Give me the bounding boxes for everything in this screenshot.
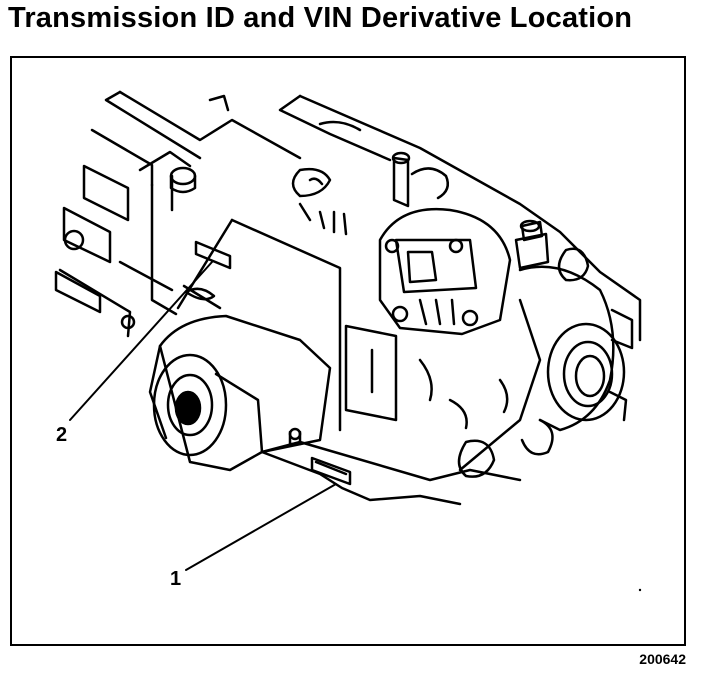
vin-derivative-plate xyxy=(194,240,232,270)
callout-leaders xyxy=(69,261,337,571)
left-housing xyxy=(54,90,302,338)
axle-boss-right xyxy=(418,247,634,478)
lower-flange xyxy=(260,427,522,506)
leader-line-1 xyxy=(185,483,337,571)
main-case xyxy=(176,94,642,432)
cooler-fitting xyxy=(514,219,550,270)
diagram-title: Transmission ID and VIN Derivative Locat… xyxy=(8,2,633,34)
callout-label-2: 2 xyxy=(56,424,68,446)
callout-label-1: 1 xyxy=(170,568,182,590)
axle-boss-left xyxy=(148,314,332,472)
valve-body xyxy=(344,151,512,422)
leader-line-2 xyxy=(69,261,213,421)
illustration-frame xyxy=(10,56,686,646)
figure-number: 200642 xyxy=(639,651,686,667)
